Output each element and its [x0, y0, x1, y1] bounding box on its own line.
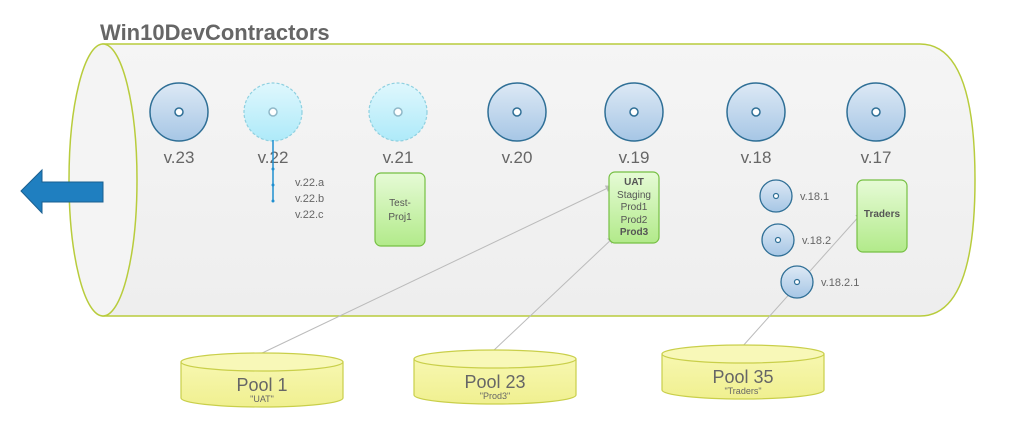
box-text-traders: Traders [864, 209, 901, 220]
version-disc-v17[interactable]: v.17 [846, 82, 906, 167]
disc-hole [268, 107, 278, 117]
version-disc-v20[interactable]: v.20 [487, 82, 547, 167]
version-label: v.20 [502, 148, 533, 167]
v19-box[interactable]: UAT Staging Prod1 Prod2 Prod3 [608, 171, 660, 244]
version-disc-v21[interactable]: v.21 [368, 82, 428, 167]
disc-hole [793, 278, 801, 286]
subversion-disc[interactable]: v.18.2 [761, 223, 831, 257]
pool-top [661, 344, 825, 364]
pool-name: Pool 1 [236, 375, 287, 395]
pools: Pool 1"UAT" Pool 23"Prod3" Pool 35"Traders… [180, 344, 825, 408]
pool-1[interactable]: Pool 1"UAT" [180, 352, 344, 408]
branch-label: v.22.c [295, 209, 324, 221]
disc-hole [772, 192, 780, 200]
pool-top [180, 352, 344, 372]
version-label: v.21 [383, 148, 414, 167]
pool-ring: "Prod3" [480, 391, 510, 401]
disc-hole [512, 107, 522, 117]
version-label: v.19 [619, 148, 650, 167]
box-text-prod1: Prod1 [621, 202, 648, 213]
pool-name: Pool 23 [464, 372, 525, 392]
version-label: v.18 [741, 148, 772, 167]
version-label: v.17 [861, 148, 892, 167]
box-text: Proj1 [388, 212, 412, 223]
pool-body [413, 358, 577, 405]
box-text-staging: Staging [617, 190, 651, 201]
disc-hole [751, 107, 761, 117]
box-text-prod2: Prod2 [621, 215, 648, 226]
connector-pool1-uat [257, 185, 613, 356]
version-disc-v23[interactable]: v.23 [149, 82, 209, 167]
subversion-label: v.18.2.1 [821, 277, 859, 289]
v17-box[interactable]: Traders [856, 179, 908, 253]
version-disc-v18[interactable]: v.18 [726, 82, 786, 167]
pool-top [413, 349, 577, 369]
pool-name: Pool 35 [712, 367, 773, 387]
version-label: v.23 [164, 148, 195, 167]
pool-body [180, 361, 344, 408]
box-text: Test- [389, 198, 411, 209]
pool-2[interactable]: Pool 23"Prod3" [413, 349, 577, 405]
branch-label: v.22.a [295, 177, 325, 189]
version-disc-v19[interactable]: v.19 [604, 82, 664, 167]
box-text-prod3: Prod3 [620, 227, 649, 238]
branch-label: v.22.b [295, 193, 324, 205]
pool-3[interactable]: Pool 35"Traders" [661, 344, 825, 400]
pool-body [661, 353, 825, 400]
pool-ring: "UAT" [250, 394, 274, 404]
disc-hole [174, 107, 184, 117]
subversion-disc[interactable]: v.18.2.1 [780, 265, 859, 299]
left-arrow-icon [20, 168, 104, 215]
disc-hole [629, 107, 639, 117]
connector-pool23-prod3 [491, 236, 615, 353]
v21-box[interactable]: Test- Proj1 [374, 172, 426, 247]
v18-subversions: v.18.1 v.18.2 v.18.2.1 [759, 179, 859, 299]
subversion-label: v.18.2 [802, 235, 831, 247]
disc-hole [393, 107, 403, 117]
pool-ring: "Traders" [724, 386, 761, 396]
disc-hole [871, 107, 881, 117]
v22-branch: v.22.a v.22.b v.22.c [271, 140, 325, 221]
box-text-uat: UAT [624, 177, 644, 188]
diagram-title: Win10DevContractors [100, 20, 330, 45]
disc-hole [774, 236, 782, 244]
subversion-disc[interactable]: v.18.1 [759, 179, 829, 213]
subversion-label: v.18.1 [800, 191, 829, 203]
